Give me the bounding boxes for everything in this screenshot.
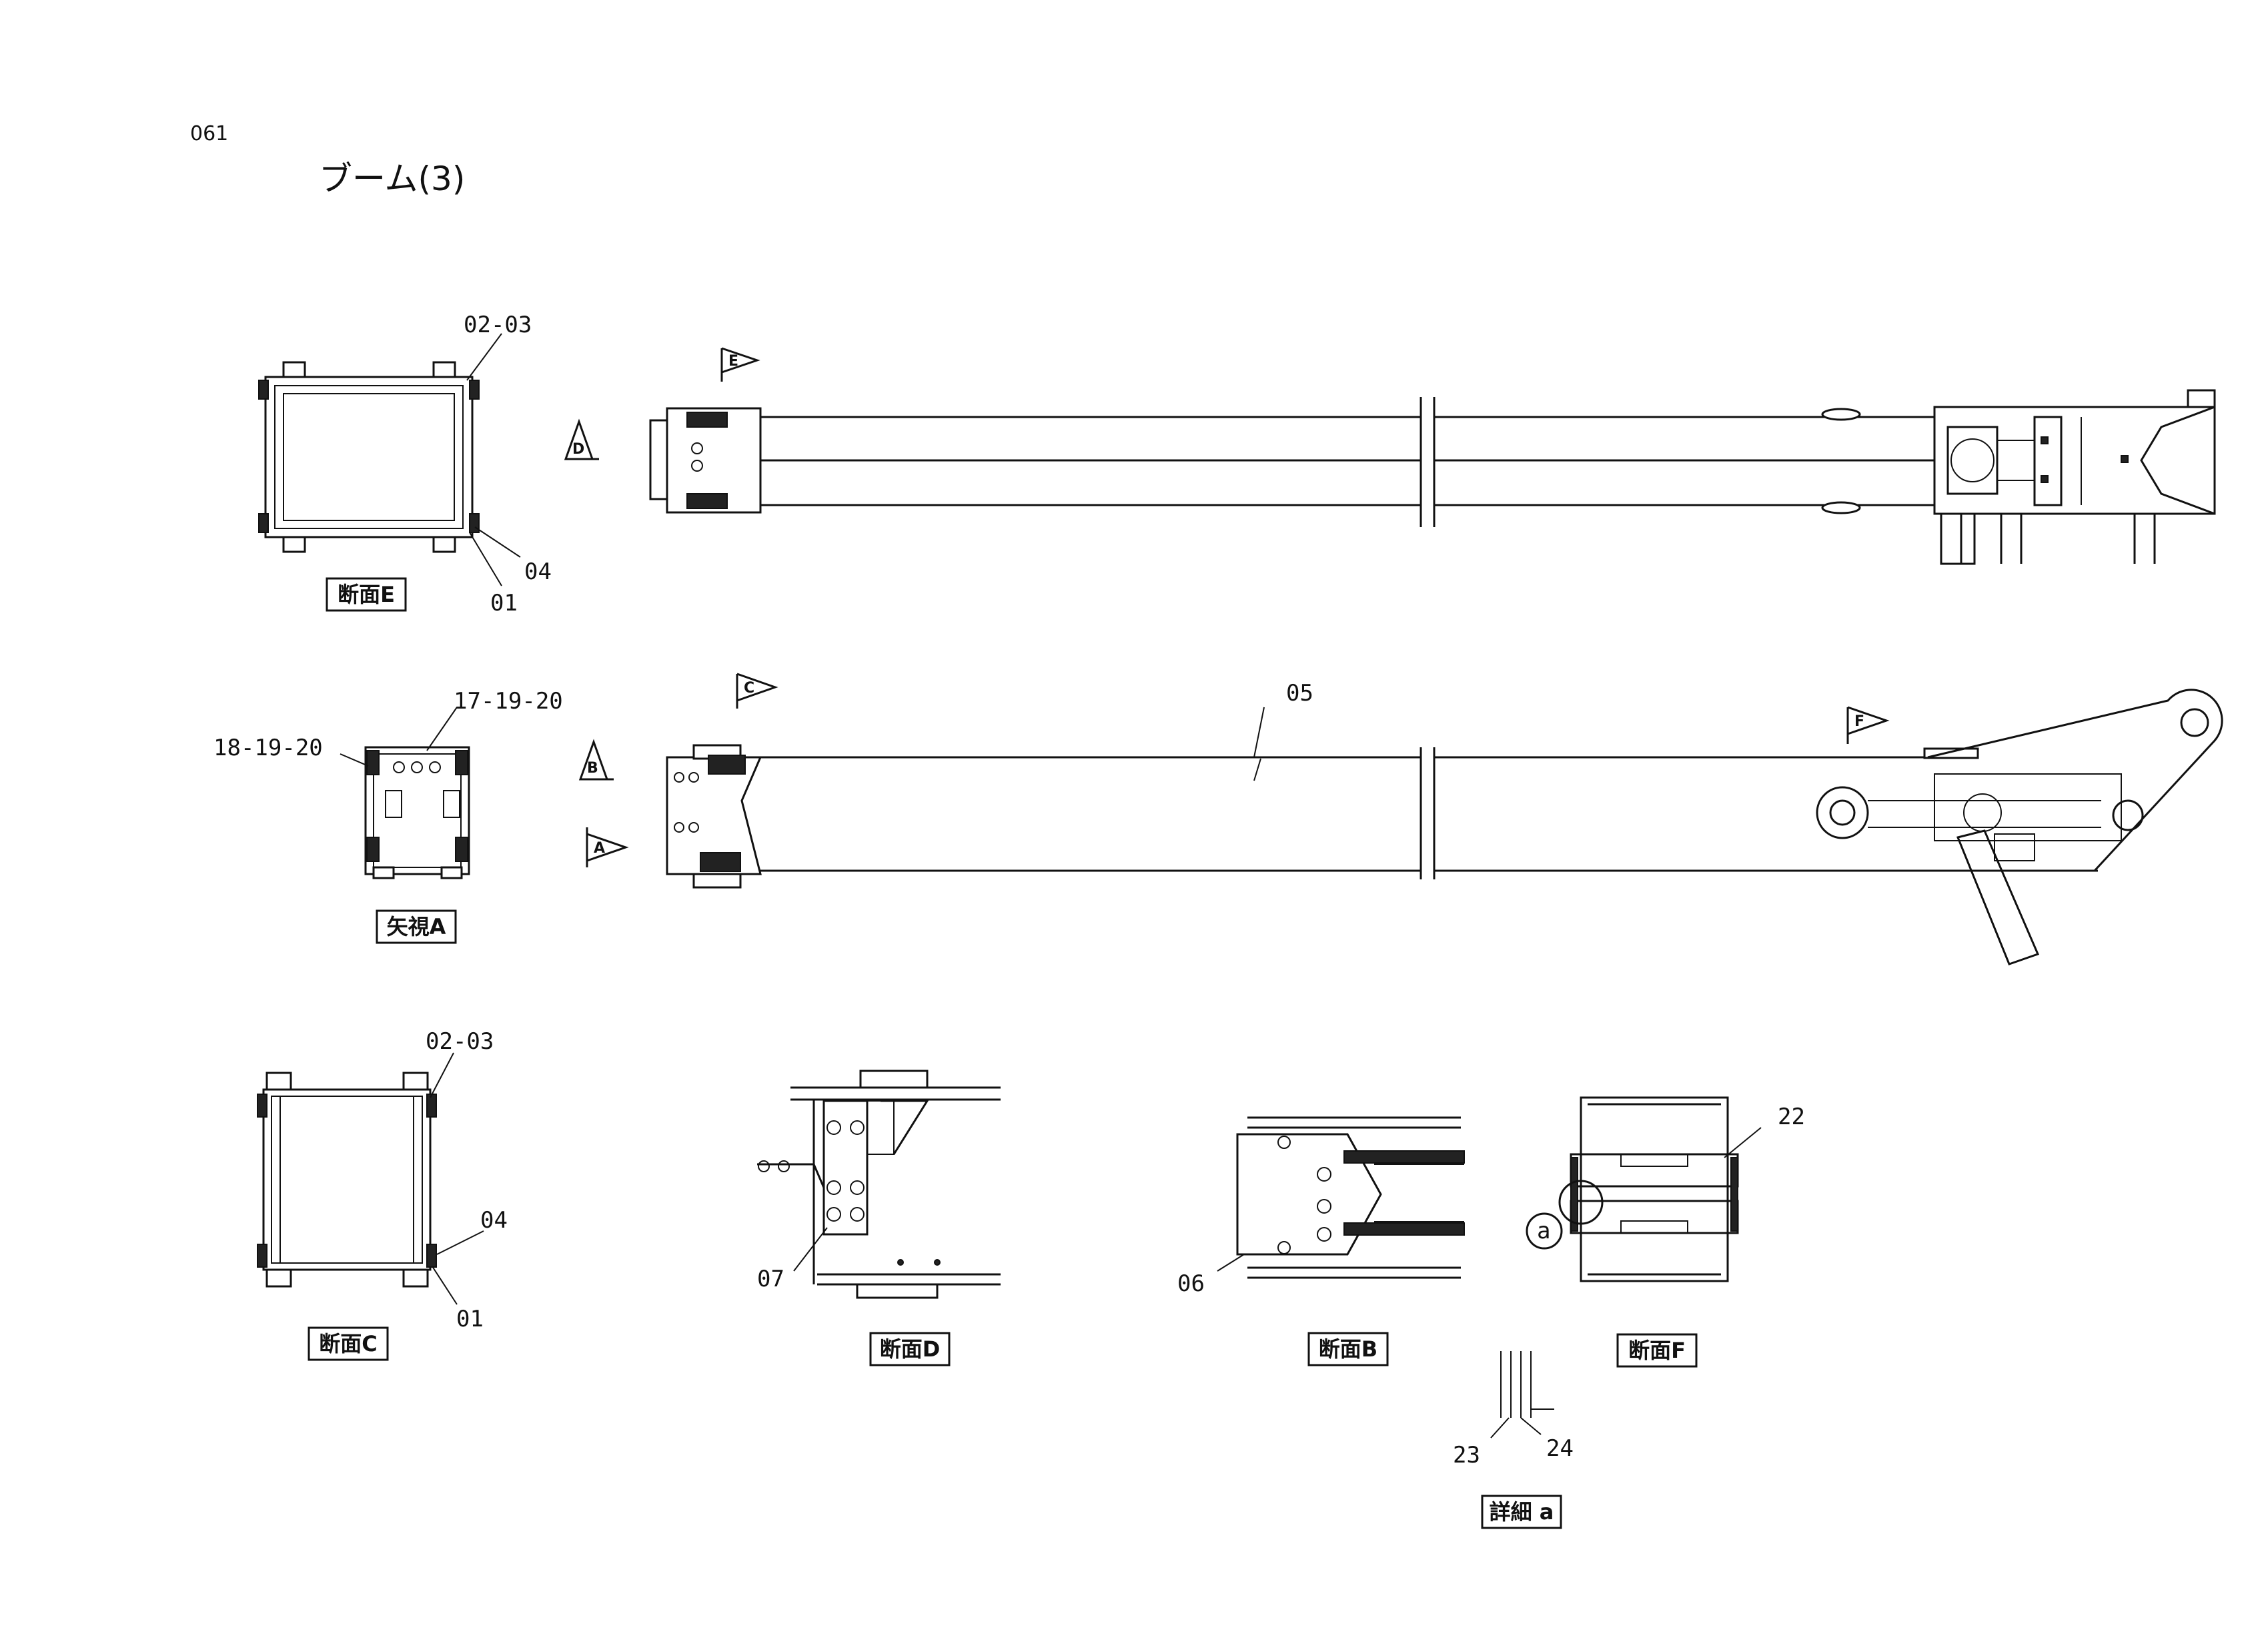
page-number: 061 (190, 122, 228, 145)
svg-text:F: F (1854, 713, 1864, 730)
section-d-label: 断面D (880, 1336, 941, 1362)
section-e-label: 断面E (338, 582, 395, 607)
section-c-label: 断面C (319, 1331, 378, 1356)
callout-f-22: 22 (1778, 1104, 1805, 1130)
callout-detail-24: 24 (1546, 1435, 1574, 1462)
callout-e-02-03: 02-03 (464, 312, 532, 338)
view-flag-c: C (736, 673, 778, 709)
view-flag-d: D (564, 418, 599, 460)
view-a-label: 矢視A (387, 914, 446, 939)
section-e-view (258, 333, 521, 586)
callout-d-07: 07 (757, 1266, 784, 1292)
callout-c-04: 04 (480, 1207, 508, 1234)
section-d-view (757, 1070, 1001, 1299)
section-f-label: 断面F (1628, 1338, 1686, 1363)
view-a-view (340, 707, 470, 879)
callout-e-01: 01 (490, 590, 518, 617)
view-flag-a: A (586, 827, 629, 867)
section-c-view (257, 1052, 484, 1305)
section-b-view (1217, 1116, 1465, 1279)
svg-text:E: E (728, 353, 738, 370)
callout-c-02-03: 02-03 (426, 1028, 494, 1055)
callout-e-04: 04 (524, 558, 552, 585)
callout-b-06: 06 (1177, 1270, 1205, 1297)
detail-a-view (1490, 1351, 1554, 1439)
svg-text:D: D (572, 441, 584, 458)
section-d-label-box (869, 1332, 951, 1366)
view-flag-b: B (578, 739, 614, 781)
callout-f-a: a (1537, 1218, 1550, 1244)
callout-boom-05: 05 (1286, 680, 1313, 707)
callout-detail-23: 23 (1453, 1442, 1480, 1469)
callout-a-18-19-20: 18-19-20 (213, 735, 323, 761)
callout-a-17-19-20: 17-19-20 (454, 688, 563, 715)
section-f-view (1526, 1096, 1762, 1282)
section-e-label-box (326, 577, 407, 612)
section-f-label-box (1616, 1333, 1698, 1368)
detail-a-label-box (1481, 1495, 1562, 1529)
detail-a-label: 詳細 a (1490, 1499, 1554, 1525)
svg-text:C: C (744, 680, 754, 697)
boom-side-view (666, 689, 2223, 965)
section-b-label-box (1307, 1332, 1389, 1366)
svg-text:B: B (587, 760, 598, 777)
svg-text:A: A (594, 840, 605, 857)
view-flag-f: F (1846, 706, 1890, 744)
page-title: ブーム(3) (319, 159, 465, 198)
callout-c-01: 01 (456, 1306, 484, 1332)
view-a-label-box (376, 909, 457, 944)
boom-top-view (649, 389, 2216, 565)
view-flag-e: E (720, 347, 760, 382)
section-c-label-box (308, 1326, 389, 1361)
section-b-label: 断面B (1319, 1336, 1377, 1362)
